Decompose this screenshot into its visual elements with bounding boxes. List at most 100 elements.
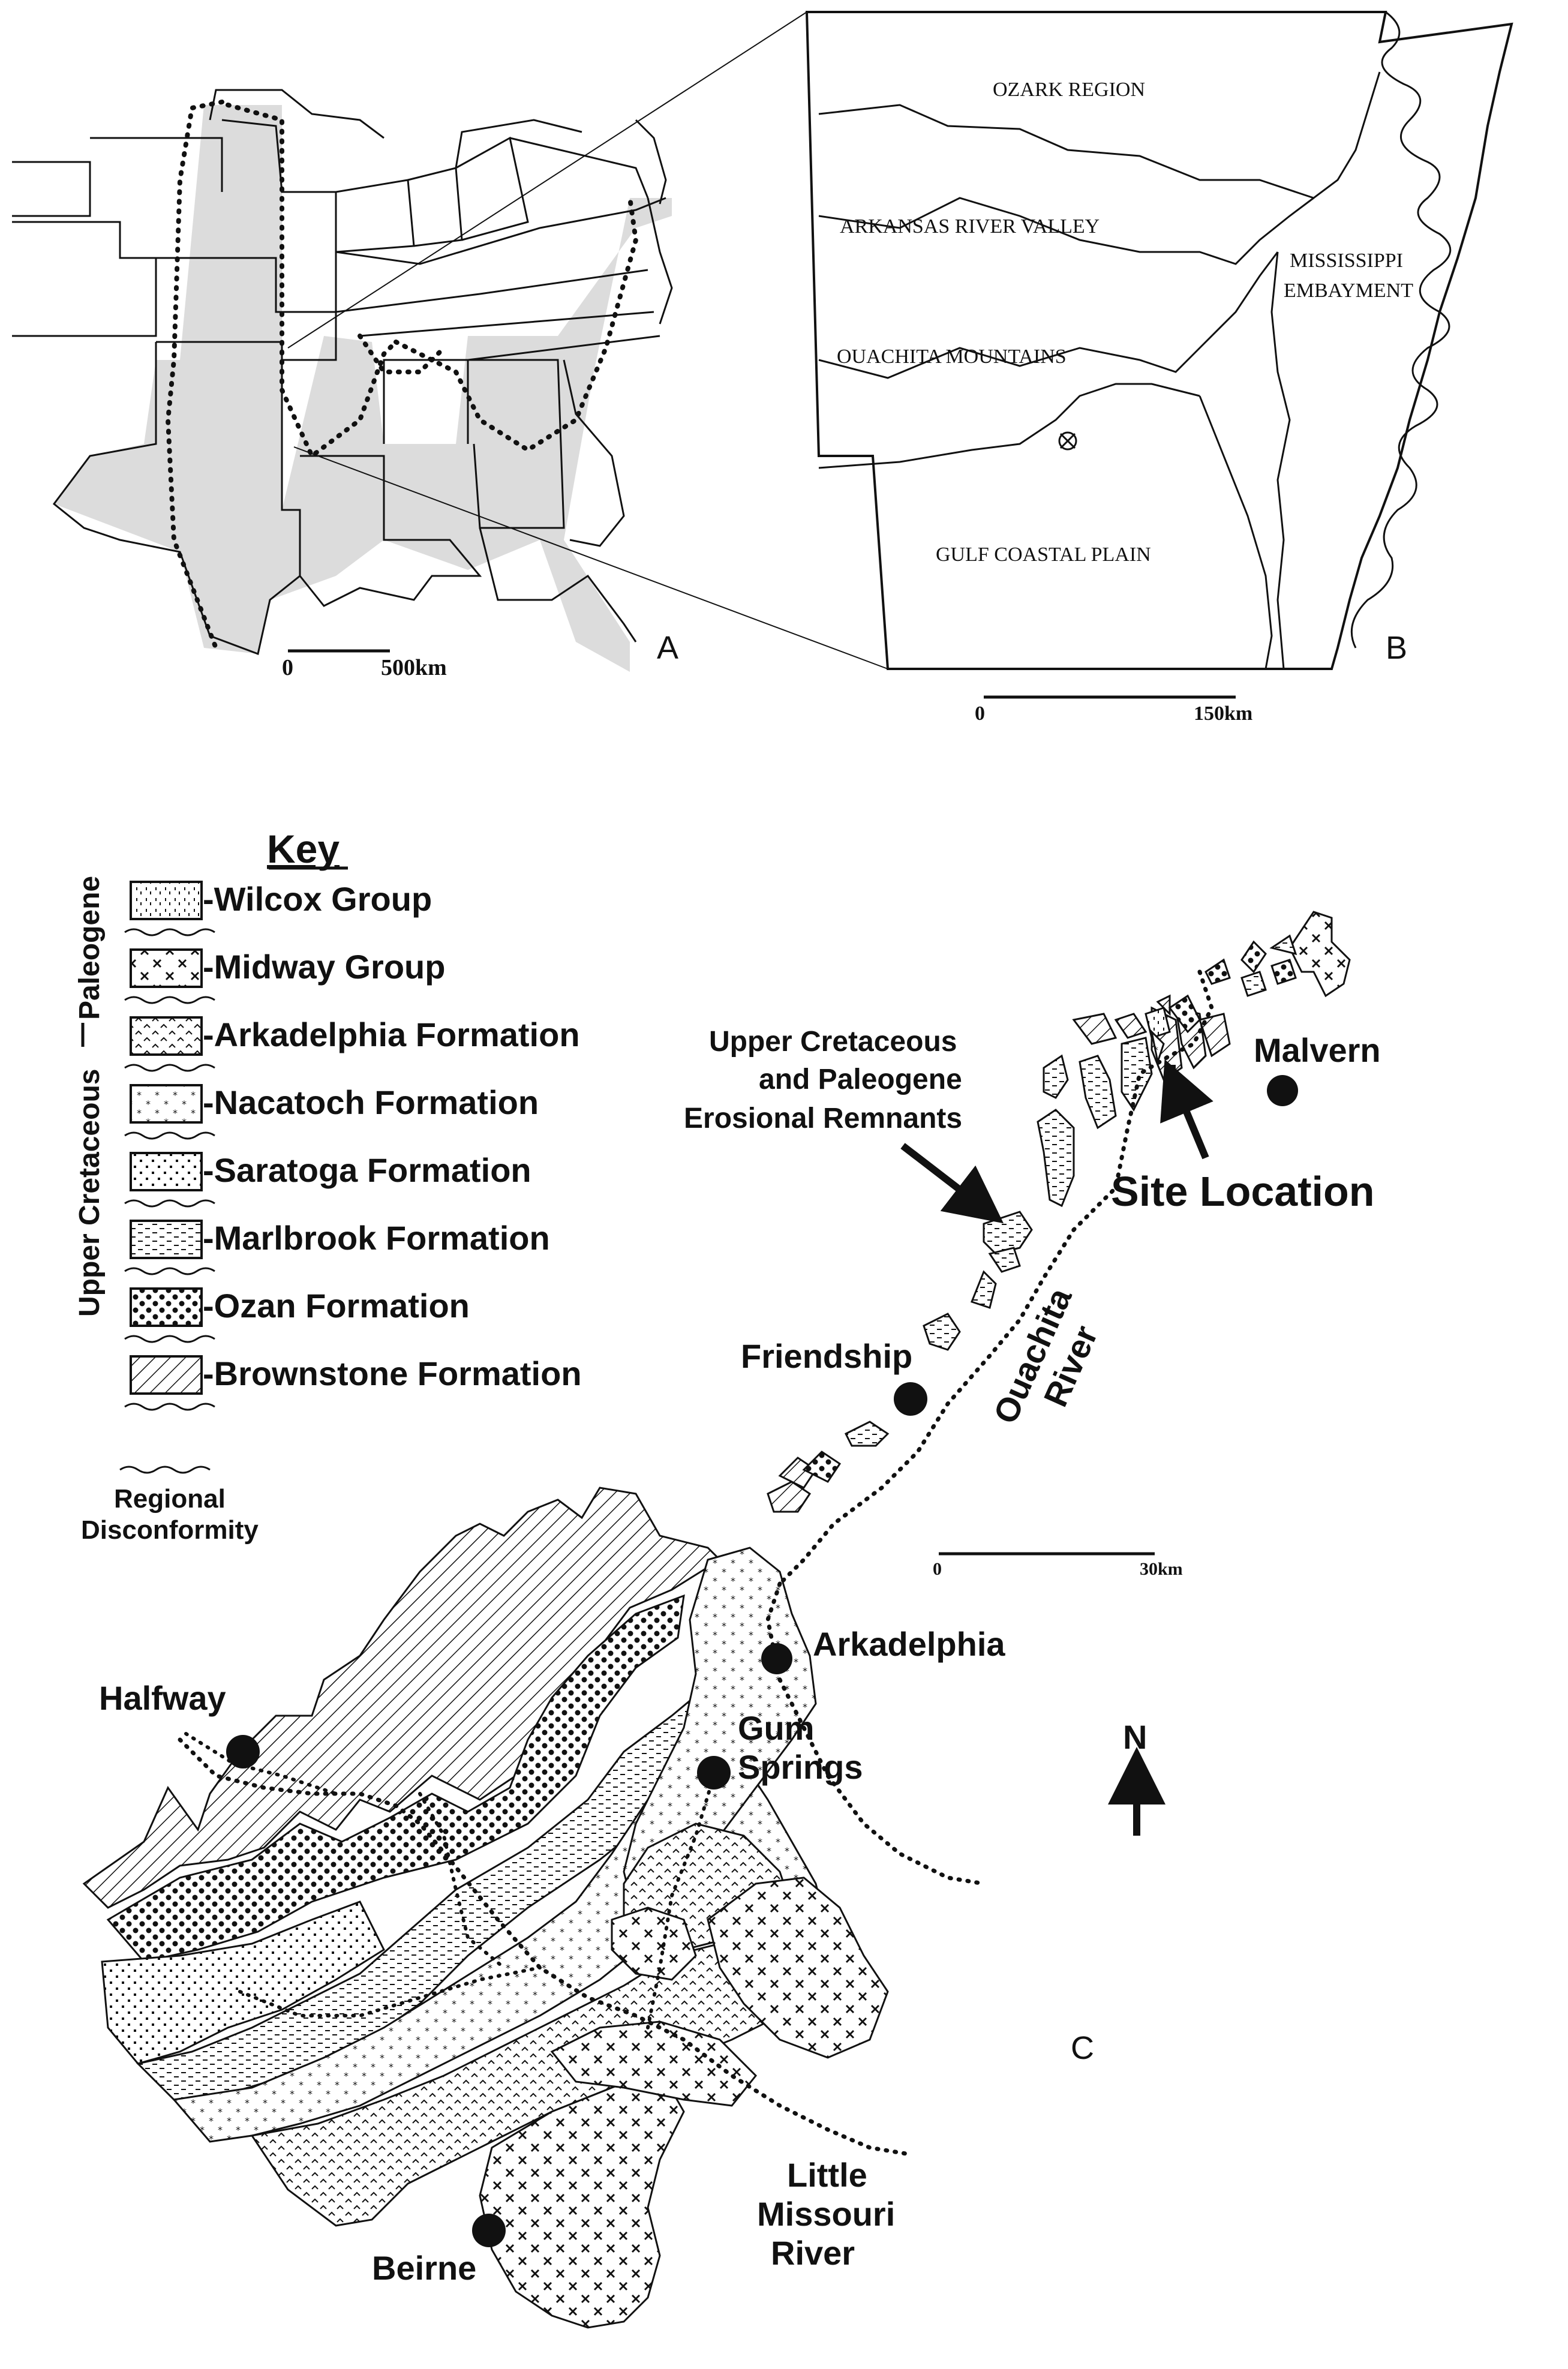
legend-contact-line bbox=[124, 996, 215, 1004]
legend-swatch-nacatoch bbox=[130, 1084, 203, 1124]
legend-label-ozan: -Ozan Formation bbox=[203, 1287, 470, 1325]
little-missouri-river bbox=[178, 1737, 908, 2156]
site-location-label: Site Location bbox=[1111, 1168, 1374, 1215]
legend-title: Key bbox=[267, 827, 340, 871]
region-ozark: OZARK REGION bbox=[993, 79, 1145, 101]
era-paleogene: Paleogene bbox=[74, 876, 106, 1020]
legend-label-marlbrook: -Marlbrook Formation bbox=[203, 1219, 550, 1257]
site-location-marker bbox=[1165, 1065, 1176, 1076]
site-marker-b bbox=[1058, 431, 1077, 451]
erosional-remnants bbox=[767, 911, 1351, 1513]
legend-swatch-marlbrook bbox=[130, 1220, 203, 1259]
legend-label-midway: -Midway Group bbox=[203, 948, 445, 986]
legend-items: -Wilcox Group -Midway Group -Arkadelphia F… bbox=[124, 880, 582, 1411]
town-dot-halfway bbox=[226, 1735, 260, 1769]
tributary-south bbox=[238, 1966, 542, 2017]
legend-label-arkadelphia: -Arkadelphia Formation bbox=[203, 1016, 580, 1053]
scale-end-a: 500km bbox=[381, 655, 447, 680]
legend-item-ozan: -Ozan Formation bbox=[124, 1287, 470, 1343]
little-missouri-label-3: River bbox=[771, 2234, 855, 2272]
remnants-label-2: and Paleogene bbox=[759, 1064, 962, 1095]
outcrop-midway-small bbox=[611, 1906, 697, 1981]
town-dot-arkadelphia bbox=[761, 1643, 792, 1674]
ouachita-river-lower bbox=[765, 1581, 986, 1886]
town-dot-friendship bbox=[894, 1382, 927, 1416]
region-arkansas-river-valley: ARKANSAS RIVER VALLEY bbox=[840, 215, 1100, 238]
town-halfway: Halfway bbox=[99, 1679, 226, 1717]
region-mississippi-embayment-2: EMBAYMENT bbox=[1284, 280, 1413, 302]
legend-contact-line bbox=[124, 1199, 215, 1208]
region-ouachita-mountains: OUACHITA MOUNTAINS bbox=[837, 346, 1067, 368]
region-gulf-coastal-plain: GULF COASTAL PLAIN bbox=[936, 544, 1151, 566]
tributary-gum bbox=[646, 1774, 716, 2029]
little-missouri-label-2: Missouri bbox=[757, 2195, 895, 2233]
legend-item-marlbrook: -Marlbrook Formation bbox=[124, 1219, 550, 1275]
town-arkadelphia: Arkadelphia bbox=[813, 1625, 1005, 1663]
arkansas-outline bbox=[805, 11, 1513, 670]
tributary-central bbox=[418, 1792, 506, 1969]
legend-item-brownstone: -Brownstone Formation bbox=[124, 1355, 582, 1411]
scale-start-a: 0 bbox=[282, 655, 293, 680]
era-upper-cretaceous: Upper Cretaceous bbox=[74, 1069, 106, 1317]
remnants-arrow bbox=[900, 1143, 1004, 1224]
zoom-line-upper bbox=[287, 11, 807, 349]
north-label: N bbox=[1123, 1718, 1147, 1756]
remnants-label-3: Erosional Remnants bbox=[684, 1103, 962, 1134]
legend-label-saratoga: -Saratoga Formation bbox=[203, 1151, 531, 1189]
tributary-halfway bbox=[184, 1732, 338, 1795]
legend-swatch-saratoga bbox=[130, 1152, 203, 1191]
legend: Key Paleogene Upper Cretaceous -Wilcox G… bbox=[74, 827, 582, 1545]
legend-contact-line bbox=[124, 1131, 215, 1140]
panel-label-b: B bbox=[1386, 630, 1407, 666]
legend-label-brownstone: -Brownstone Formation bbox=[203, 1355, 582, 1392]
region-mississippi-embayment-1: MISSISSIPPI bbox=[1290, 250, 1403, 272]
legend-swatch-wilcox bbox=[130, 881, 203, 920]
panel-label-c: C bbox=[1071, 2030, 1094, 2066]
legend-label-nacatoch: -Nacatoch Formation bbox=[203, 1083, 539, 1121]
town-dot-beirne bbox=[472, 2214, 506, 2247]
zoom-line-lower bbox=[293, 446, 888, 669]
remnants-label-1: Upper Cretaceous bbox=[709, 1026, 957, 1058]
legend-contact-line bbox=[124, 1335, 215, 1343]
panel-b-arkansas-map: OZARK REGION ARKANSAS RIVER VALLEY OUACH… bbox=[805, 11, 1513, 725]
disconformity-label-2: Disconformity bbox=[81, 1515, 259, 1545]
town-markers bbox=[226, 1075, 1298, 2247]
town-malvern: Malvern bbox=[1254, 1031, 1381, 1069]
outcrop-brownstone-west bbox=[82, 1487, 722, 1909]
legend-contact-line bbox=[124, 928, 215, 936]
panel-c-geologic-map: N Malvern Friendship Arkadelphia Gum Spr… bbox=[82, 911, 1381, 2329]
disconformity-symbol bbox=[119, 1466, 211, 1474]
scale-end-c: 30km bbox=[1140, 1559, 1183, 1579]
little-missouri-label-1: Little bbox=[787, 2156, 867, 2194]
town-dot-gum-springs bbox=[697, 1756, 731, 1789]
legend-item-saratoga: -Saratoga Formation bbox=[124, 1151, 531, 1208]
town-dot-malvern bbox=[1267, 1075, 1298, 1106]
legend-contact-line bbox=[124, 1064, 215, 1072]
legend-contact-line bbox=[124, 1267, 215, 1275]
region-boundaries bbox=[818, 71, 1381, 669]
dotted-outline-west bbox=[165, 100, 224, 650]
mississippi-river-meander bbox=[1350, 11, 1452, 648]
legend-label-wilcox: -Wilcox Group bbox=[203, 880, 432, 918]
outcrop-midway-mid bbox=[550, 2020, 758, 2107]
town-springs: Springs bbox=[738, 1748, 863, 1786]
town-friendship: Friendship bbox=[741, 1337, 912, 1375]
dotted-outline-loop bbox=[358, 334, 446, 374]
ouachita-river-label: Ouachita River bbox=[986, 1282, 1105, 1429]
legend-item-wilcox: -Wilcox Group bbox=[124, 880, 432, 936]
town-gum: Gum bbox=[738, 1709, 815, 1747]
panel-a-us-map: 0 500km A bbox=[12, 11, 888, 680]
panel-label-a: A bbox=[657, 630, 678, 666]
dotted-outline-mid bbox=[226, 103, 398, 460]
ouachita-river bbox=[777, 969, 1214, 1586]
legend-item-midway: -Midway Group bbox=[124, 948, 445, 1004]
legend-swatch-arkadelphia bbox=[130, 1016, 203, 1056]
legend-item-nacatoch: -Nacatoch Formation bbox=[124, 1083, 539, 1140]
legend-swatch-ozan bbox=[130, 1287, 203, 1327]
town-beirne: Beirne bbox=[372, 2249, 476, 2287]
scale-end-b: 150km bbox=[1194, 702, 1252, 725]
dotted-outline-east bbox=[393, 196, 639, 453]
legend-swatch-brownstone bbox=[130, 1355, 203, 1395]
site-location-arrow bbox=[1160, 1059, 1213, 1160]
